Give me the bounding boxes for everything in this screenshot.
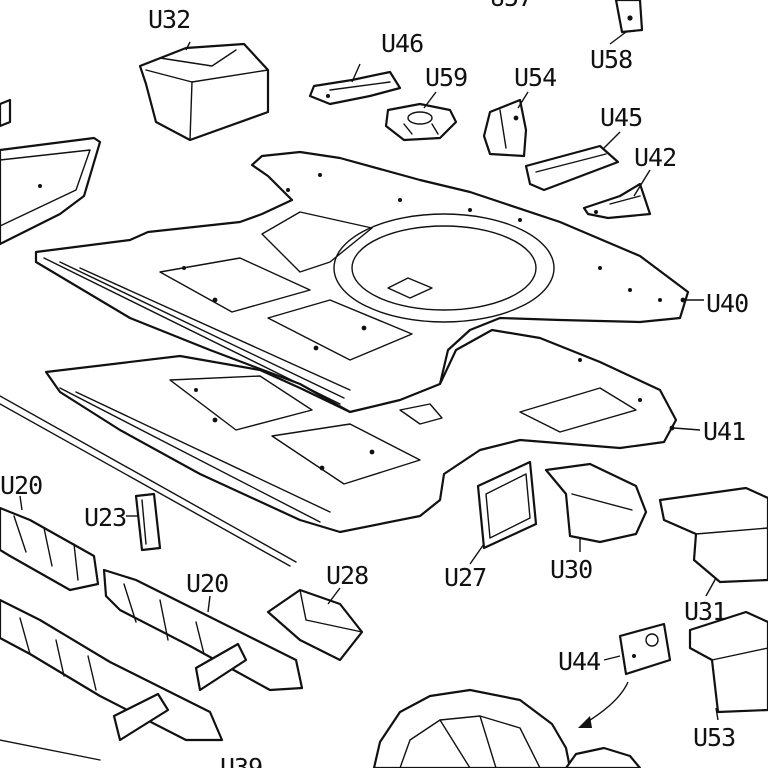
label-u31: U31 xyxy=(684,597,726,626)
part-wheel-arch xyxy=(372,688,642,768)
part-u20-crossmember-top xyxy=(0,506,100,592)
label-u27: U27 xyxy=(444,563,486,592)
part-u44-plate xyxy=(618,622,672,676)
label-u58: U58 xyxy=(590,45,632,74)
label-u20-top: U20 xyxy=(0,471,42,500)
part-u28-box xyxy=(266,588,364,662)
part-u32-tray xyxy=(138,42,270,142)
part-u30-shroud xyxy=(544,462,648,544)
label-u59: U59 xyxy=(425,63,467,92)
part-u58-strap xyxy=(614,0,644,34)
leader-lines xyxy=(19,31,719,728)
part-crossmember-lower xyxy=(0,598,224,761)
label-u40: U40 xyxy=(706,289,748,318)
label-u54: U54 xyxy=(514,63,556,92)
part-u54-gusset xyxy=(482,98,528,158)
part-long-strip-edge xyxy=(0,403,291,567)
label-u42: U42 xyxy=(634,143,676,172)
part-long-strip xyxy=(0,395,297,563)
part-u20-crossmember-mid xyxy=(102,568,304,692)
part-u45-channel xyxy=(524,144,620,192)
part-u31-bracket xyxy=(658,486,768,584)
part-u46-bracket xyxy=(308,70,402,106)
label-u41: U41 xyxy=(703,417,745,446)
part-side-panel-partial xyxy=(0,98,102,246)
label-u20-mid: U20 xyxy=(186,569,228,598)
part-u53-bracket xyxy=(688,610,768,714)
part-u59-clamp xyxy=(384,102,458,142)
label-u57: U57 xyxy=(490,0,532,12)
label-u53: U53 xyxy=(693,723,735,752)
part-u40-boot-floor xyxy=(34,150,690,414)
label-u39: U39 xyxy=(220,753,262,768)
part-u23-plate xyxy=(134,492,162,552)
callout-labels: U57 U32 U46 U59 U54 U58 U45 U42 U40 U41 … xyxy=(0,0,749,768)
part-u27-plate xyxy=(476,460,538,550)
label-u46: U46 xyxy=(381,29,423,58)
label-u28: U28 xyxy=(326,561,368,590)
label-u23: U23 xyxy=(84,503,126,532)
part-u42-bracket xyxy=(582,182,652,220)
part-u41-front-floor xyxy=(44,328,678,534)
label-u30: U30 xyxy=(550,555,592,584)
label-u32: U32 xyxy=(148,5,190,34)
label-u44: U44 xyxy=(558,647,600,676)
label-u45: U45 xyxy=(600,103,642,132)
